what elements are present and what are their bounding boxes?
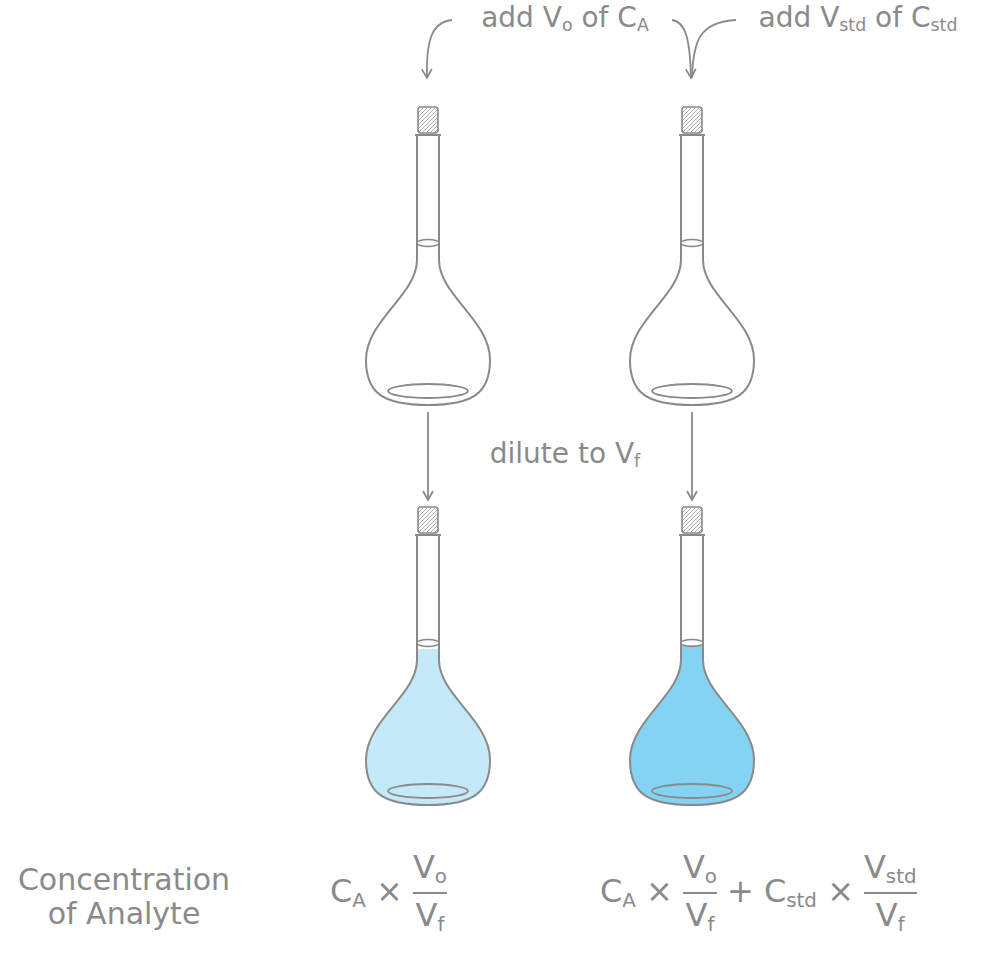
step-label: dilute to Vf <box>490 438 640 472</box>
subscript: o <box>562 15 573 35</box>
formula-term: CA × <box>600 873 673 913</box>
fraction-bar <box>413 892 447 894</box>
add-arrow <box>672 20 691 78</box>
numerator: Vo <box>413 849 447 889</box>
dilute-arrow <box>427 412 429 500</box>
subscript: A <box>637 15 649 35</box>
spiked-solution <box>630 645 754 805</box>
formula-term: + Cstd × <box>727 873 854 913</box>
denominator: Vf <box>415 897 444 937</box>
add-arrow <box>692 20 736 78</box>
dilute-arrow <box>691 412 693 500</box>
subscript: std <box>931 15 958 35</box>
subscript: f <box>707 913 714 936</box>
add-arrow <box>427 20 452 78</box>
formula-term: CA × <box>330 873 403 913</box>
empty-flask <box>630 107 754 405</box>
empty-flask <box>366 107 490 405</box>
numerator: Vo <box>683 849 717 889</box>
subscript: A <box>352 889 366 912</box>
subscript: std <box>786 889 817 912</box>
denominator: Vf <box>876 897 905 937</box>
subscript: f <box>634 451 640 471</box>
fraction: VstdVf <box>864 849 917 937</box>
subscript: f <box>898 913 905 936</box>
subscript: std <box>886 865 917 888</box>
dilute-solution <box>366 649 490 805</box>
row-heading: Concentration of Analyte <box>4 863 244 932</box>
subscript: std <box>839 15 866 35</box>
fraction: VoVf <box>413 849 447 937</box>
subscript: A <box>622 889 636 912</box>
filled-flask <box>630 507 754 805</box>
fraction-bar <box>864 892 917 894</box>
fraction-bar <box>683 892 717 894</box>
denominator: Vf <box>685 897 714 937</box>
formula: CA ×VoVf+ Cstd ×VstdVf <box>600 849 917 937</box>
step-label: add Vo of CA <box>481 2 649 36</box>
numerator: Vstd <box>864 849 917 889</box>
step-label: add Vstd of Cstd <box>759 2 958 36</box>
subscript: o <box>705 865 717 888</box>
fraction: VoVf <box>683 849 717 937</box>
filled-flask <box>366 507 490 805</box>
subscript: o <box>435 865 447 888</box>
subscript: f <box>437 913 444 936</box>
formula: CA ×VoVf <box>330 849 447 937</box>
